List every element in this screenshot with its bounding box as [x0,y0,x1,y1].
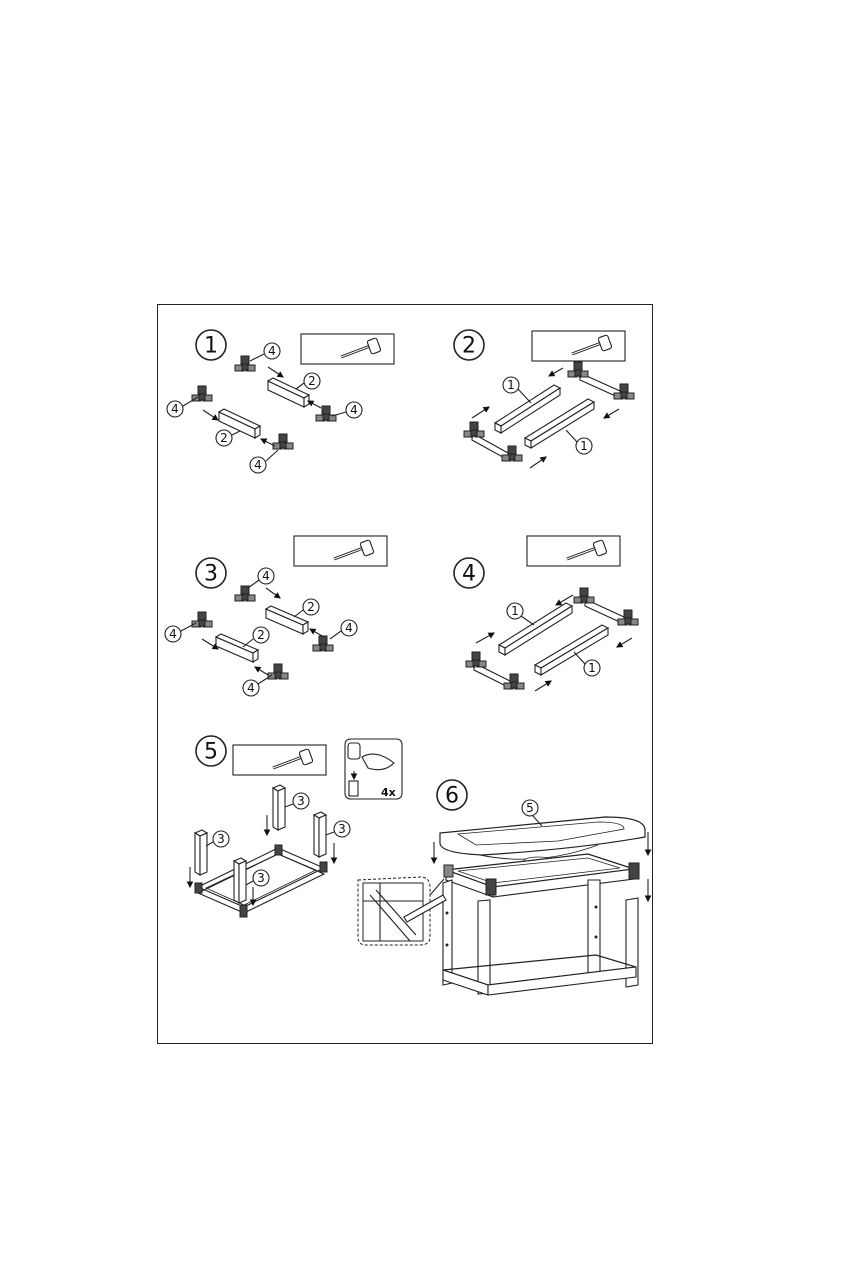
leg-part [271,784,287,831]
hand-icon [361,753,395,771]
rail-part [533,624,610,676]
tool-box [300,333,395,365]
part-callout: 4 [268,344,276,358]
step-number: 3 [204,562,218,587]
part-callout: 1 [511,604,519,618]
connector-part [463,421,485,438]
rail-part [266,377,311,408]
leg-part [193,829,209,876]
part-callout: 3 [257,871,265,885]
part-callout: 2 [307,600,315,614]
connector-part [567,361,589,378]
connector-part [234,585,256,602]
step-2: 2 1 1 [453,329,635,469]
tool-box [232,744,327,776]
step-1: 1 4 2 4 4 2 4 [166,329,395,474]
part-callout: 3 [338,822,346,836]
step-3: 3 4 2 4 4 2 4 [164,535,388,697]
part-callout: 1 [507,378,515,392]
connector-part [315,405,337,422]
basin-part [439,816,646,866]
instruction-sheet: 1 4 2 4 4 2 4 [157,304,653,1044]
rail-part [523,398,596,449]
step-number-badge [436,779,468,811]
part-callout: 2 [308,374,316,388]
leg-part [312,811,328,858]
part-callout: 4 [345,621,353,635]
leg-part [232,857,248,904]
rail-part [493,384,562,435]
rail-part [217,408,262,439]
base-frame [194,844,328,918]
part-callout: 1 [580,439,588,453]
step-5: 5 4x [186,735,403,918]
part-callout: 4 [350,403,358,417]
part-callout: 4 [262,569,270,583]
step-number-badge [453,557,485,589]
step-number-badge [453,329,485,361]
rail-part [214,633,260,663]
step-number-badge [195,329,227,361]
part-callout: 1 [588,661,596,675]
connector-part [234,355,256,372]
step-number-badge [195,557,227,589]
step-number: 2 [462,334,476,359]
part-callout: 2 [257,628,265,642]
tool-box [526,535,621,567]
part-callout: 3 [297,794,305,808]
part-callout: 4 [169,627,177,641]
part-callout: 4 [254,458,262,472]
step-4: 4 1 1 [453,535,639,692]
part-callout: 5 [526,801,534,815]
tool-box [293,535,388,567]
connector-part [267,663,289,680]
part-callout: 2 [220,431,228,445]
step-number-badge [195,735,227,767]
connector-part [573,587,595,604]
connector-part [272,433,294,450]
detail-inset: 4x [344,738,403,800]
connector-part [191,611,213,628]
rail-part [497,602,574,656]
step-6: 6 5 [357,779,652,996]
quantity-label: 4x [381,786,396,799]
part-callout: 3 [217,832,225,846]
step-number: 4 [462,562,476,587]
part-callout: 4 [247,681,255,695]
connector-part [465,651,487,668]
step-number: 1 [204,334,218,359]
cabinet-frame [442,853,640,996]
screwdriver-icon [403,894,447,923]
rail-part [264,605,310,635]
detail-inset [357,876,447,946]
tool-box [531,330,626,362]
step-number: 6 [445,784,459,809]
step-number: 5 [204,740,218,765]
part-callout: 4 [171,402,179,416]
connector-part [312,635,334,652]
mallet-icon [347,742,361,760]
